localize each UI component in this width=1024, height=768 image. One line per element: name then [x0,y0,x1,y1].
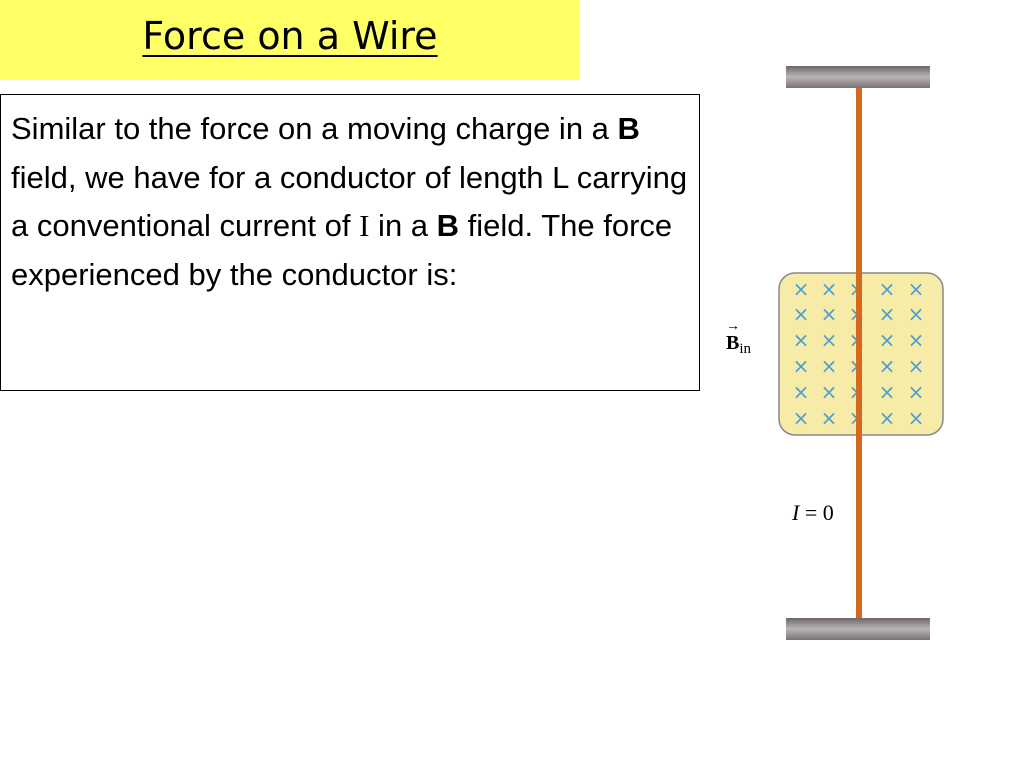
field-label-symbol: B [726,332,740,354]
slide-title: Force on a Wire [142,14,438,58]
field-marker-x: × [821,328,838,352]
current-label-value: = 0 [799,500,834,525]
title-banner: Force on a Wire [0,0,580,80]
top-support [786,66,930,88]
field-marker-x: × [821,406,838,430]
explanation-text-box: Similar to the force on a moving charge … [0,94,700,391]
field-marker-x: × [908,406,925,430]
current-label-variable: I [792,500,800,525]
body-bold-b-1: B [617,111,640,146]
field-marker-x: × [908,354,925,378]
field-marker-x: × [908,380,925,404]
body-text-part1: Similar to the force on a moving charge … [11,111,618,146]
field-marker-x: × [793,328,810,352]
current-label: I = 0 [792,500,834,526]
field-marker-x: × [793,302,810,326]
field-marker-x: × [821,302,838,326]
field-marker-x: × [879,354,896,378]
field-marker-x: × [793,354,810,378]
field-marker-x: × [879,302,896,326]
field-marker-x: × [879,328,896,352]
bottom-support [786,618,930,640]
field-marker-x: × [908,277,925,301]
field-marker-x: × [821,380,838,404]
field-marker-x: × [793,380,810,404]
vector-arrow-icon: → [726,319,740,334]
field-label-subscript: in [739,341,752,357]
field-marker-x: × [908,302,925,326]
field-marker-x: × [793,277,810,301]
wire [856,88,862,618]
wire-diagram: ×××××××××××××××××××××××××××××× →Bin I = … [700,60,1024,660]
body-bold-b-2: B [436,208,460,243]
field-marker-x: × [879,380,896,404]
current-symbol: I [359,208,370,243]
body-text-part4: field. The force experienced by the cond… [11,208,673,292]
field-marker-x: × [821,354,838,378]
field-marker-x: × [879,406,896,430]
field-marker-x: × [821,277,838,301]
body-text-part3: in a [369,208,437,243]
body-text-part2: field, we have for a conductor of length… [11,159,688,244]
field-marker-x: × [879,277,896,301]
field-label: →Bin [726,319,752,358]
wire-diagram-svg: ×××××××××××××××××××××××××××××× [778,66,944,640]
field-marker-x: × [908,328,925,352]
field-marker-x: × [793,406,810,430]
